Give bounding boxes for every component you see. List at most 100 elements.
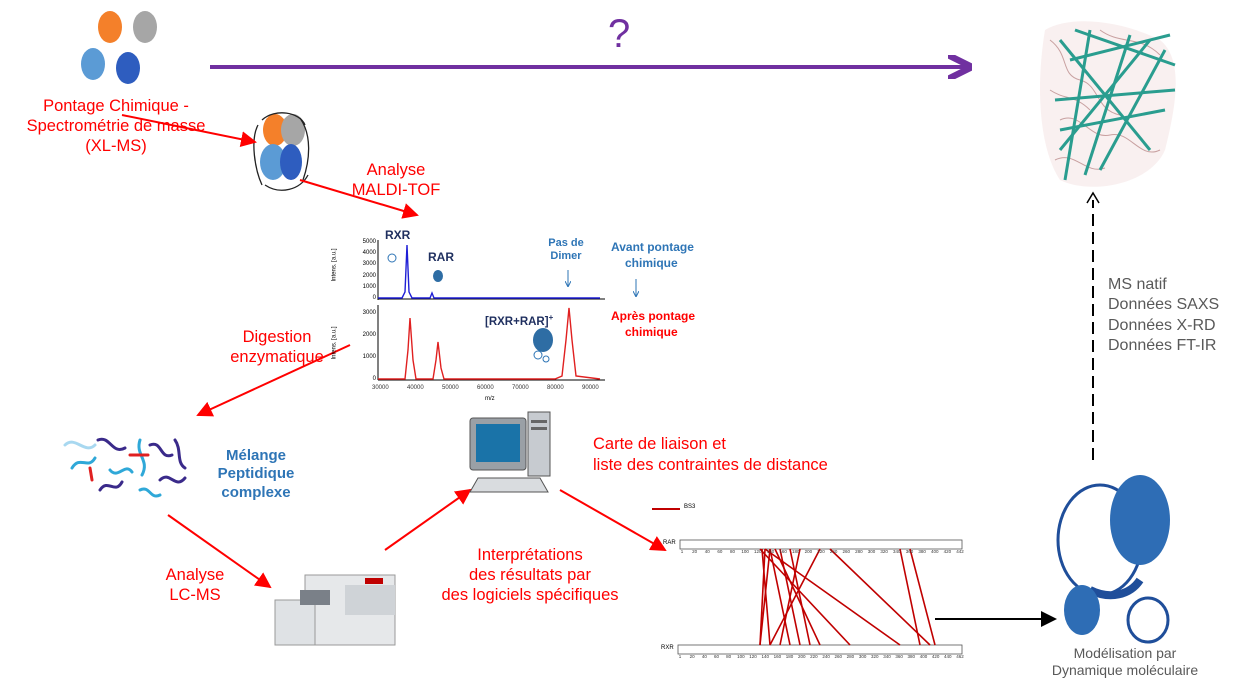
protein-subunits-icon <box>81 11 157 84</box>
spectrum-x-tick-5: 80000 <box>547 385 564 391</box>
spectrum-complex-label: [RXR+RAR]+ <box>485 313 554 328</box>
rxr-tick-10: 200 <box>797 654 806 659</box>
spectrum-top-y-tick-1: 4000 <box>362 250 376 257</box>
spectrum-bottom-y-tick-3: 0 <box>372 376 376 382</box>
crosslink-line <box>759 548 771 646</box>
rxr-tick-9: 180 <box>785 654 794 659</box>
rar-tick-15: 300 <box>867 549 876 554</box>
spectrum-x-tick-6: 90000 <box>582 385 599 391</box>
rxr-tick-2: 40 <box>701 654 707 659</box>
rar-tick-8: 160 <box>779 549 787 554</box>
crosslink-line <box>759 548 851 646</box>
rxr-tick-8: 160 <box>773 654 782 659</box>
rxr-tick-21: 420 <box>931 654 940 659</box>
rxr-tick-3: 60 <box>714 654 720 659</box>
crosslink-line <box>769 548 821 646</box>
rar-tick-10: 200 <box>804 549 813 554</box>
protein-structure-3d <box>1040 21 1176 187</box>
rar-tick-11: 220 <box>817 549 825 554</box>
dimer-model-icon <box>1056 475 1170 644</box>
spectrum-x-tick-3: 60000 <box>477 385 494 391</box>
rar-tick-16: 320 <box>880 549 888 554</box>
arrow-to-computer <box>384 488 472 551</box>
rxr-tick-18: 360 <box>895 654 903 659</box>
rar-tick-5: 100 <box>741 549 749 554</box>
rxr-tick-16: 320 <box>871 654 879 659</box>
rar-sequence-bar <box>679 539 963 550</box>
rar-tick-1: 20 <box>692 549 698 554</box>
rxr-axis-label: RXR <box>661 645 674 651</box>
rxr-tick-20: 400 <box>919 654 928 659</box>
rar-tick-9: 180 <box>791 549 800 554</box>
crosslink-line <box>761 548 771 646</box>
crosslink-line <box>909 548 936 646</box>
rxr-tick-0: 1 <box>678 654 682 659</box>
crosslink-line <box>764 548 901 646</box>
rxr-tick-5: 100 <box>737 654 745 659</box>
rar-tick-14: 280 <box>855 549 863 554</box>
rar-tick-17: 340 <box>893 549 901 554</box>
arrow-to-lcms <box>167 514 272 589</box>
rar-tick-2: 40 <box>704 549 710 554</box>
crosslink-line <box>899 548 921 646</box>
spectrum-bottom-y-tick-0: 3000 <box>362 310 376 316</box>
spectrum-top-y-tick-0: 5000 <box>362 239 376 245</box>
spectrum-x-tick-2: 50000 <box>442 385 459 391</box>
spectrum-bottom-y-tick-2: 1000 <box>362 354 376 360</box>
crosslink-line <box>769 548 791 646</box>
rar-tick-22: 442 <box>956 549 964 554</box>
rar-tick-19: 380 <box>918 549 926 554</box>
spectrum-bottom-trace <box>378 307 601 380</box>
crosslinked-complex-icon <box>253 112 310 191</box>
spectrum-ylabel-bottom: Intens. [a.u.] <box>331 326 338 360</box>
rxr-tick-7: 140 <box>761 654 769 659</box>
dashed-arrow-head <box>1086 191 1100 204</box>
rxr-tick-11: 220 <box>810 654 818 659</box>
rar-axis-label: RAR <box>663 540 676 546</box>
crosslink-legend-label: BS3 <box>684 504 696 510</box>
spectrum-top-y-tick-3: 2000 <box>362 272 376 279</box>
spectrum-x-tick-4: 70000 <box>512 385 529 391</box>
arrow-to-complex <box>121 114 257 148</box>
rxr-tick-19: 380 <box>907 654 916 659</box>
rxr-tick-13: 260 <box>834 654 842 659</box>
rar-tick-0: 1 <box>680 549 684 554</box>
maldi-spectrum <box>377 240 636 381</box>
rar-tick-6: 120 <box>754 549 762 554</box>
spectrum-rar-label: RAR <box>428 250 454 264</box>
spectrum-ylabel-top: Intens. [a.u.] <box>331 248 338 282</box>
lcms-instrument-icon <box>274 574 396 646</box>
arrow-to-maldi <box>299 179 419 219</box>
arrow-to-map <box>559 489 667 551</box>
rxr-tick-14: 280 <box>846 654 855 659</box>
rxr-tick-6: 120 <box>749 654 757 659</box>
spectrum-rxr-label: RXR <box>385 228 411 242</box>
rxr-tick-15: 300 <box>858 654 867 659</box>
crosslink-line <box>779 548 801 646</box>
rxr-tick-23: 462 <box>956 654 964 659</box>
spectrum-top-y-tick-4: 1000 <box>362 283 376 290</box>
spectrum-x-tick-1: 40000 <box>407 385 424 391</box>
rxr-tick-17: 340 <box>883 654 891 659</box>
spectrum-bottom-y-tick-1: 2000 <box>362 332 376 338</box>
crosslink-line <box>829 548 931 646</box>
rar-tick-21: 420 <box>943 549 952 554</box>
spectrum-top-trace <box>378 244 600 299</box>
rar-tick-18: 360 <box>905 549 914 554</box>
rxr-tick-4: 80 <box>726 654 732 659</box>
crosslink-line <box>774 548 821 646</box>
crosslink-map <box>652 508 963 655</box>
spectrum-xlabel: m/z <box>485 396 495 402</box>
question-mark: ? <box>608 12 631 56</box>
rar-tick-13: 260 <box>842 549 851 554</box>
rxr-tick-1: 20 <box>689 654 695 659</box>
